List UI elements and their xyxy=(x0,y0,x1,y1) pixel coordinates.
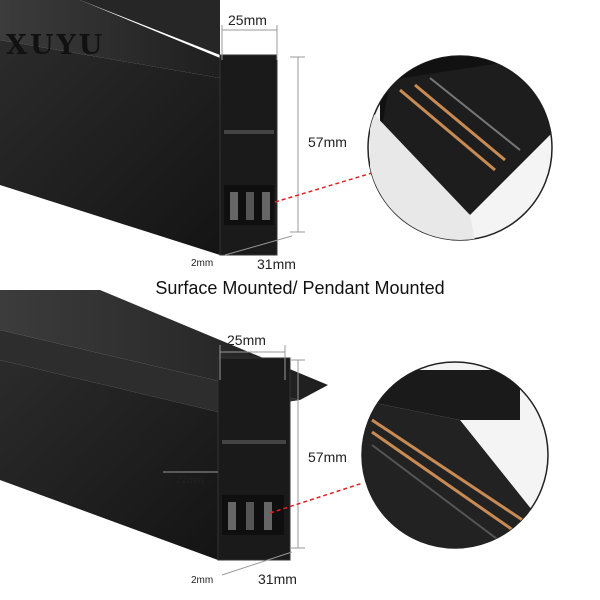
bottom-profile-side xyxy=(0,360,218,560)
top-detail-zoom xyxy=(367,55,553,241)
bottom-dimension-lines xyxy=(163,345,305,576)
top-profile-top-face xyxy=(0,0,225,78)
top-dim-flange: 2mm xyxy=(191,258,214,269)
brand-logo-text: XUYU xyxy=(6,30,106,61)
top-dim-width-bottom: 31mm xyxy=(257,256,296,272)
top-dimension-lines xyxy=(221,25,305,256)
bottom-dim-flange: 2mm xyxy=(191,575,214,586)
top-dim-height: 57mm xyxy=(308,134,347,150)
top-dim-width-top: 25mm xyxy=(228,12,267,28)
bottom-dim-width-top: 25mm xyxy=(227,332,266,348)
brand-logo: XUYU xyxy=(6,30,105,61)
bottom-leader-line xyxy=(269,482,364,514)
top-profile xyxy=(0,0,278,256)
bottom-dim-side: 22mm xyxy=(176,475,204,486)
bottom-profile xyxy=(0,290,328,561)
bottom-detail-zoom xyxy=(361,361,549,549)
bottom-dim-height: 57mm xyxy=(308,449,347,465)
top-profile-side xyxy=(0,40,220,255)
top-leader-line xyxy=(274,172,373,203)
mount-caption: Surface Mounted/ Pendant Mounted xyxy=(155,278,445,298)
bottom-dim-width-bottom: 31mm xyxy=(258,571,297,587)
top-profile-back-wall xyxy=(80,0,220,55)
